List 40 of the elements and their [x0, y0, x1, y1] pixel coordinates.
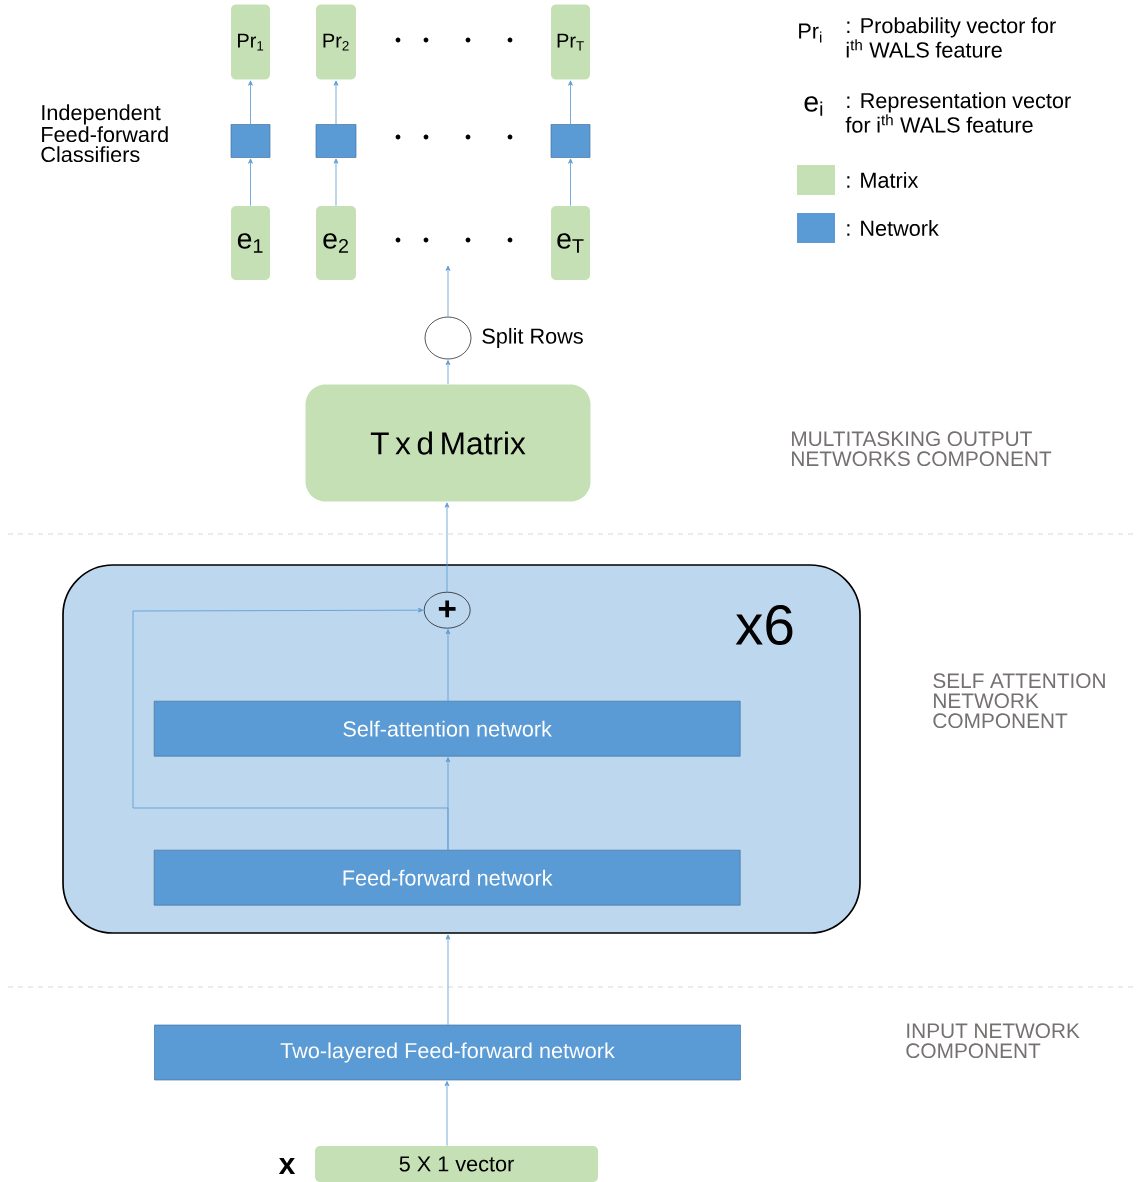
network-box: [230, 124, 271, 158]
annotation-text: : Probability vector for i$^{th}$ WALS feature: [846, 17, 1056, 58]
matrix-box: e$_{2}$: [316, 206, 356, 280]
network-box: Feed-forward network: [153, 849, 741, 906]
matrix-box: Pr$_{1}$: [231, 4, 270, 80]
matrix-box: Pr$_{T}$: [551, 4, 590, 80]
network-box: [315, 124, 357, 158]
annotation-text: Pr$_{i}$: [799, 23, 822, 43]
arrow: [248, 158, 253, 207]
arrow: [333, 80, 339, 125]
annotation-text: SELF ATTENTION NETWORK COMPONENT: [933, 673, 1105, 729]
matrix-box: Pr$_{2}$: [316, 4, 356, 80]
arrow: [445, 934, 451, 1026]
legend-text: : Matrix: [847, 172, 919, 188]
arrow: [248, 80, 253, 125]
network-box: Two-layered Feed-forward network: [154, 1024, 741, 1081]
arrow: [132, 607, 449, 851]
arrow: [333, 158, 339, 207]
annotation-text: Independent Feed-forward Classifiers: [41, 104, 168, 163]
input-symbol: x: [278, 1158, 296, 1174]
network-box: Self-attention network: [153, 700, 741, 757]
arrow: [445, 629, 451, 702]
arrow: [568, 80, 573, 125]
node-caption: Split Rows: [482, 327, 583, 349]
matrix-box: e$_{1}$: [231, 206, 270, 280]
annotation-text: MULTITASKING OUTPUT NETWORKS COMPONENT: [792, 431, 1052, 467]
matrix-box: T x d Matrix: [305, 384, 591, 502]
sum-node: +: [423, 591, 471, 629]
network-box: [550, 124, 591, 158]
annotation-text: : Representation vector for i$^{th}$ WALS feature: [845, 92, 1071, 133]
annotation-text: e$_{i}$: [804, 96, 823, 116]
vector-box: 5 X 1 vector: [315, 1146, 598, 1182]
arrow: [445, 265, 451, 318]
annotation-text: INPUT NETWORK COMPONENT: [906, 1023, 1080, 1059]
matrix-box: e$_{T}$: [551, 206, 590, 280]
legend-text: : Network: [847, 220, 939, 236]
arrow: [444, 1080, 450, 1147]
arrow: [568, 158, 573, 207]
arrow: [444, 502, 450, 593]
arrow: [445, 359, 451, 385]
